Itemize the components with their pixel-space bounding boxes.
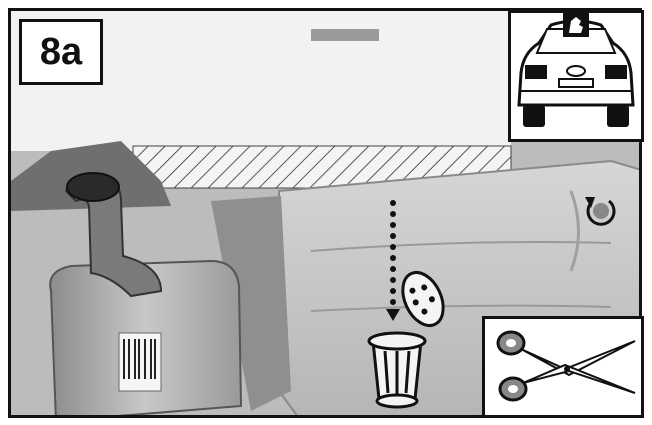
scissors-inset <box>482 316 644 418</box>
scissors-icon <box>485 319 641 415</box>
lion-emblem-icon <box>563 13 589 37</box>
waste-bin-icon <box>369 333 425 407</box>
car-rear-view-inset <box>508 10 644 142</box>
step-number-label: 8a <box>19 19 103 85</box>
car-rear-view-icon <box>511 13 641 139</box>
